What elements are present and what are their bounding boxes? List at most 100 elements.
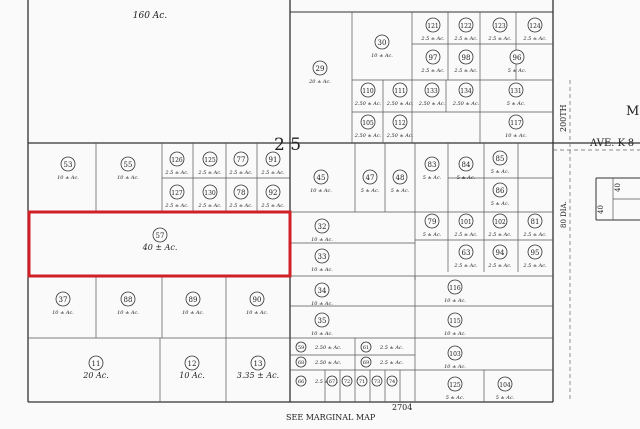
parcel-number-circle	[265, 184, 281, 200]
parcel-number-circle	[492, 182, 508, 198]
parcel-number: 101	[460, 219, 471, 226]
parcel-number: 67	[329, 379, 335, 385]
parcel-number-circle	[295, 341, 307, 353]
parcel-number-circle	[447, 376, 463, 392]
parcel-number-circle	[508, 114, 524, 130]
parcel-area: 5 ± Ac.	[423, 232, 442, 238]
parcel-110: 110 2.50 ± Ac.	[354, 82, 382, 107]
parcel-95: 95 2.5 ± Ac.	[522, 244, 547, 269]
parcel-number: 125	[204, 157, 216, 164]
parcel-area: 5 ± Ac.	[507, 101, 526, 107]
parcel-area: 10 Ac.	[179, 371, 205, 380]
parcel-number: 104	[499, 382, 511, 389]
parcel-area: 2.5 ± Ac.	[164, 203, 189, 209]
side-num-1: 40	[614, 183, 622, 192]
parcel-area: 2.5 ± Ac.	[164, 170, 189, 176]
parcel-123: 123 2.5 ± Ac.	[487, 17, 512, 42]
parcel-102: 102 2.5 ± Ac.	[487, 213, 512, 238]
parcel-area: 2.5 ± Ac.	[197, 170, 222, 176]
parcel-area: 2.5 ± Ac.	[420, 68, 445, 74]
parcel-number: 121	[427, 23, 438, 30]
parcel-number: 85	[496, 155, 505, 163]
parcel-number: 13	[254, 360, 263, 368]
parcel-number: 81	[531, 218, 540, 226]
parcel-number-circle	[362, 169, 378, 185]
parcel-number: 92	[269, 189, 278, 197]
parcel-area: 10 ± Ac.	[371, 53, 393, 59]
parcel-number-circle	[169, 184, 185, 200]
parcel-number: 33	[318, 253, 327, 261]
parcel-number-circle	[425, 49, 441, 65]
parcel-number: 79	[428, 218, 437, 226]
parcel-number-circle	[152, 227, 168, 243]
parcel-number: 110	[362, 88, 374, 95]
parcel-30: 30 10 ± Ac.	[371, 34, 393, 59]
street-label-2: 80 DIA.	[560, 201, 568, 228]
parcel-area: 2.50 ± Ac.	[354, 101, 382, 107]
parcel-number-circle	[492, 150, 508, 166]
parcel-number: 57	[156, 232, 165, 240]
parcel-number-circle	[447, 345, 463, 361]
parcel-85: 855 ± Ac.	[491, 150, 510, 175]
parcel-number: 66	[298, 379, 304, 385]
parcel-top-left: 160 Ac.	[133, 11, 168, 21]
parcel-area: 10 ± Ac.	[310, 188, 332, 194]
parcel-number-circle	[356, 375, 368, 387]
parcel-number-circle	[295, 375, 307, 387]
parcel-area: 2.5 ± Ac.	[453, 68, 478, 74]
parcel-number: 30	[378, 39, 387, 47]
parcel-number-circle	[169, 151, 185, 167]
parcel-number: 88	[124, 296, 133, 304]
parcel-number-circle	[314, 248, 330, 264]
parcel-area: 5 ± Ac.	[508, 68, 527, 74]
parcel-area: 2.5 ± Ac.	[487, 36, 512, 42]
parcel-number: 123	[494, 23, 506, 30]
parcel-number: 48	[396, 174, 405, 182]
parcel-number-circle	[374, 34, 390, 50]
parcel-number: 133	[426, 88, 438, 95]
road-label: AVE. K-8	[589, 138, 634, 149]
parcel-number: 102	[494, 219, 506, 226]
parcel-number: 77	[237, 156, 246, 164]
parcel-number-circle	[265, 151, 281, 167]
parcel-area: 40 ± Ac.	[142, 243, 178, 252]
parcel-number: 95	[531, 249, 540, 257]
parcel-area: 10 ± Ac.	[117, 175, 139, 181]
parcel-number-circle	[250, 355, 266, 371]
parcel-number: 61	[363, 345, 369, 351]
parcel-area: 10 ± Ac.	[311, 331, 333, 337]
parcel-number: 68	[298, 360, 304, 366]
parcel-number-circle	[492, 244, 508, 260]
parcel-number-circle	[458, 244, 474, 260]
parcel-number: 130	[204, 190, 216, 197]
parcel-number: 45	[317, 174, 326, 182]
parcel-area: 2.5 ± Ac.	[522, 263, 547, 269]
parcel-area: 10 ± Ac.	[505, 133, 527, 139]
side-num-2: 40	[597, 205, 605, 214]
parcel-area: 10 ± Ac.	[311, 267, 333, 273]
parcel-area: 2.5 ± Ac.	[453, 36, 478, 42]
highlight-box	[27, 210, 292, 278]
parcel-number-circle	[233, 151, 249, 167]
parcel-number-circle	[295, 356, 307, 368]
parcel-number-circle	[458, 213, 474, 229]
parcel-number: 112	[394, 120, 406, 127]
parcel-area: 2.5 ± Ac.	[487, 232, 512, 238]
parcel-number: 91	[269, 156, 278, 164]
parcel-number-circle	[185, 291, 201, 307]
